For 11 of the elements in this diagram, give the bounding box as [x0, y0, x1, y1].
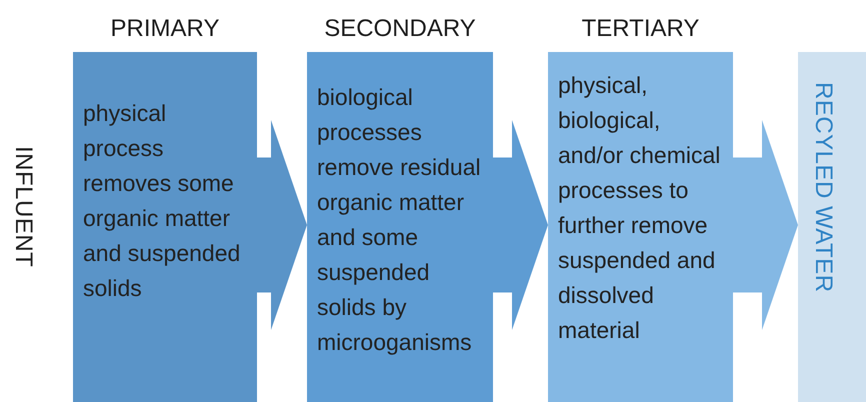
stage-heading: SECONDARY — [323, 14, 477, 44]
process-description: biological processes remove residual organic matter and some suspended solids by microoganisms — [317, 83, 482, 357]
input-label: INFLUENT — [9, 146, 38, 268]
arrow — [257, 120, 307, 330]
stage-heading: PRIMARY — [110, 14, 220, 44]
arrow — [733, 120, 798, 330]
process-description: physical, biological, and/or chemical processes to further remove suspended and dissolved material — [558, 71, 722, 345]
arrow — [493, 120, 548, 330]
output-label: RECYLED WATER — [809, 82, 838, 293]
process-description: physical process removes some organic matter and suspended solids — [83, 99, 242, 303]
stage-heading: TERTIARY — [580, 14, 700, 44]
